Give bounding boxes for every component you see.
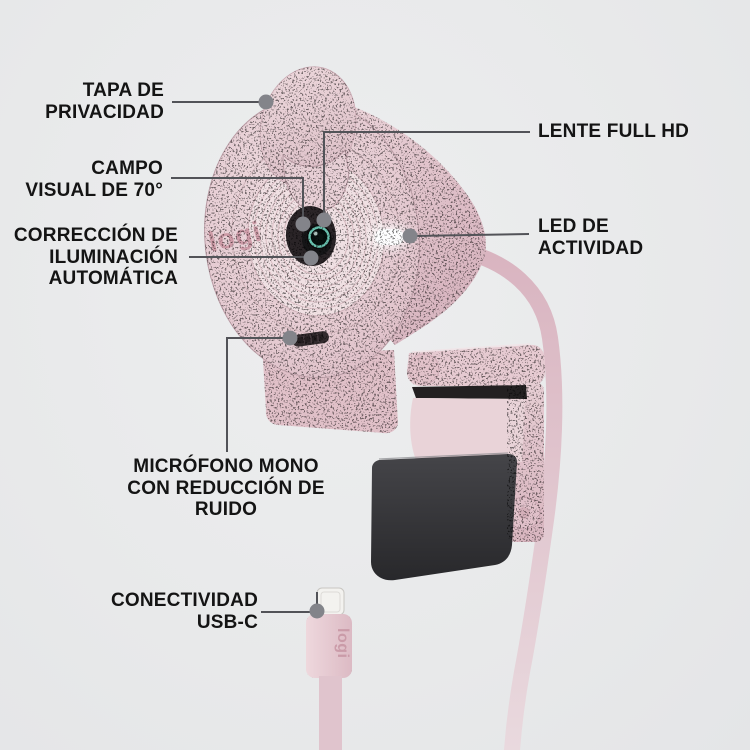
usb-plug-logi-logo: logi [334,628,351,658]
label-line: AUTOMÁTICA [48,268,178,289]
label-line: MICRÓFONO MONO [133,456,319,477]
callout-label-mono-mic: MICRÓFONO MONO CON REDUCCIÓN DE RUIDO [113,456,339,521]
callout-label-full-hd-lens: LENTE FULL HD [538,121,689,143]
label-line: CONECTIVIDAD [110,590,258,611]
callout-line-usb-c [261,592,318,613]
label-line: LED DE [538,216,609,237]
callout-line-field-of-view [171,177,304,221]
callout-label-activity-led: LED DE ACTIVIDAD [538,216,643,259]
callout-line-mono-mic [226,337,285,452]
label-line: LENTE FULL HD [538,121,690,142]
label-line: ACTIVIDAD [538,237,644,259]
label-line: CORRECCIÓN DE [13,225,178,246]
label-line: CAMPO [91,158,163,179]
label-line: RUIDO [194,499,258,520]
label-line: CON REDUCCIÓN DE [127,477,325,499]
mount-gap-shadow [412,385,527,399]
usb-c-connector: logi [306,587,352,750]
callout-dot-mono-mic [282,330,298,346]
callout-label-light-correction: CORRECCIÓN DE ILUMINACIÓN AUTOMÁTICA [14,225,178,290]
mount-clip-flap [371,452,517,581]
callout-label-field-of-view: CAMPO VISUAL DE 70° [25,158,163,201]
callout-label-usb-c: CONECTIVIDAD USB-C [111,590,258,633]
callout-line-full-hd-lens [323,131,530,214]
usb-c-cord [319,676,342,750]
callout-dot-light-correction [303,250,319,266]
speckle-texture [204,66,545,678]
label-line: TAPA DE [82,80,164,101]
label-line: PRIVACIDAD [45,101,164,123]
label-line: ILUMINACIÓN [49,246,178,268]
callout-dots [258,94,418,619]
callout-dot-field-of-view [295,216,311,232]
label-line: USB-C [196,611,258,633]
callout-dot-full-hd-lens [316,212,332,228]
label-line: VISUAL DE 70° [25,179,163,201]
usb-c-plug [306,614,352,678]
callout-dot-privacy-cover [258,94,274,110]
callout-dot-activity-led [402,228,418,244]
callout-line-activity-led [412,233,530,237]
callout-dot-usb-c [309,603,325,619]
webcam-cable [458,244,563,750]
callout-label-privacy-cover: TAPA DE PRIVACIDAD [45,80,164,123]
mount-inner-panel [410,398,525,462]
